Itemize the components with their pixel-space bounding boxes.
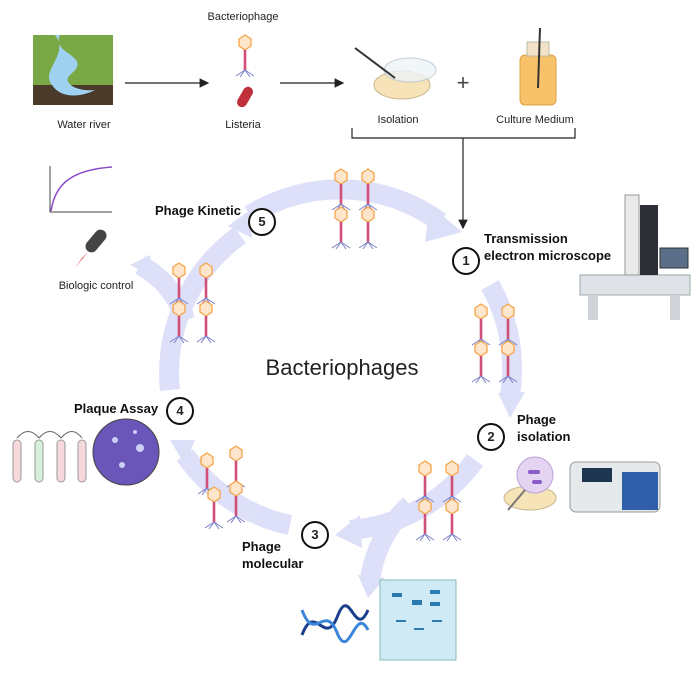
bracket-arrow-to-tem — [351, 128, 576, 228]
water-river-label: Water river — [57, 119, 111, 131]
step-1-label-line2: electron microscope — [484, 248, 612, 263]
electron-microscope-icon — [579, 194, 691, 320]
step-2-label: Phage isolation — [517, 411, 570, 445]
phage-icon — [471, 303, 491, 347]
listeria-label: Listeria — [225, 119, 261, 131]
bacteriophage-label: Bacteriophage — [207, 11, 279, 23]
step-4-badge: 4 — [166, 397, 194, 425]
biologic-control-label: Biologic control — [58, 280, 134, 292]
phage-icon — [442, 498, 462, 542]
step-1-label: Transmission electron microscope — [484, 230, 611, 264]
phage-icon — [196, 300, 216, 344]
test-tubes-icon — [12, 431, 87, 483]
gel-electrophoresis-icon — [379, 579, 457, 661]
plaque-assay-plate-icon — [92, 418, 160, 486]
cycle-arrowheads — [130, 205, 525, 598]
petri-dish-isolation-icon — [354, 47, 437, 100]
phage-icon — [204, 486, 224, 530]
phage-icon — [358, 206, 378, 250]
culture-medium-label: Culture Medium — [496, 114, 574, 126]
phage-icon — [471, 340, 491, 384]
branch-arrow-molecular — [360, 497, 417, 582]
dna-icon — [300, 604, 370, 644]
step-5-label: Phage Kinetic — [155, 203, 241, 218]
listeria-icon — [237, 86, 253, 108]
cycle-arrow-5-to-1 — [244, 179, 446, 231]
step-2-label-line2: isolation — [517, 429, 571, 444]
isolation-label: Isolation — [377, 114, 419, 126]
step-1-label-line1: Transmission — [484, 231, 568, 246]
petri-dish-isolation-step-icon — [503, 456, 557, 511]
step-1-badge: 1 — [452, 247, 480, 275]
spectrophotometer-icon — [569, 461, 661, 513]
dropper-icon — [75, 229, 107, 268]
binding-curve-chart-icon — [49, 166, 113, 213]
step-4-label: Plaque Assay — [74, 401, 159, 416]
cycle-arrows — [135, 179, 522, 582]
step-3-label: Phage molecular — [242, 538, 303, 572]
water-river-illustration — [33, 35, 113, 105]
step-3-badge: 3 — [301, 521, 329, 549]
step-5-badge: 5 — [248, 208, 276, 236]
step-3-label-line1: Phage — [242, 539, 282, 554]
phage-icon — [331, 206, 351, 250]
step-3-label-line2: molecular — [242, 556, 304, 571]
culture-medium-bottle-icon — [519, 27, 557, 106]
cycle-arrow-3-to-4 — [176, 449, 293, 535]
step-2-label-line1: Phage — [517, 412, 557, 427]
bacteriophage-icon — [235, 34, 255, 78]
plus-sign: + — [456, 70, 470, 95]
center-title: Bacteriophages — [265, 355, 419, 380]
step-2-badge: 2 — [477, 423, 505, 451]
